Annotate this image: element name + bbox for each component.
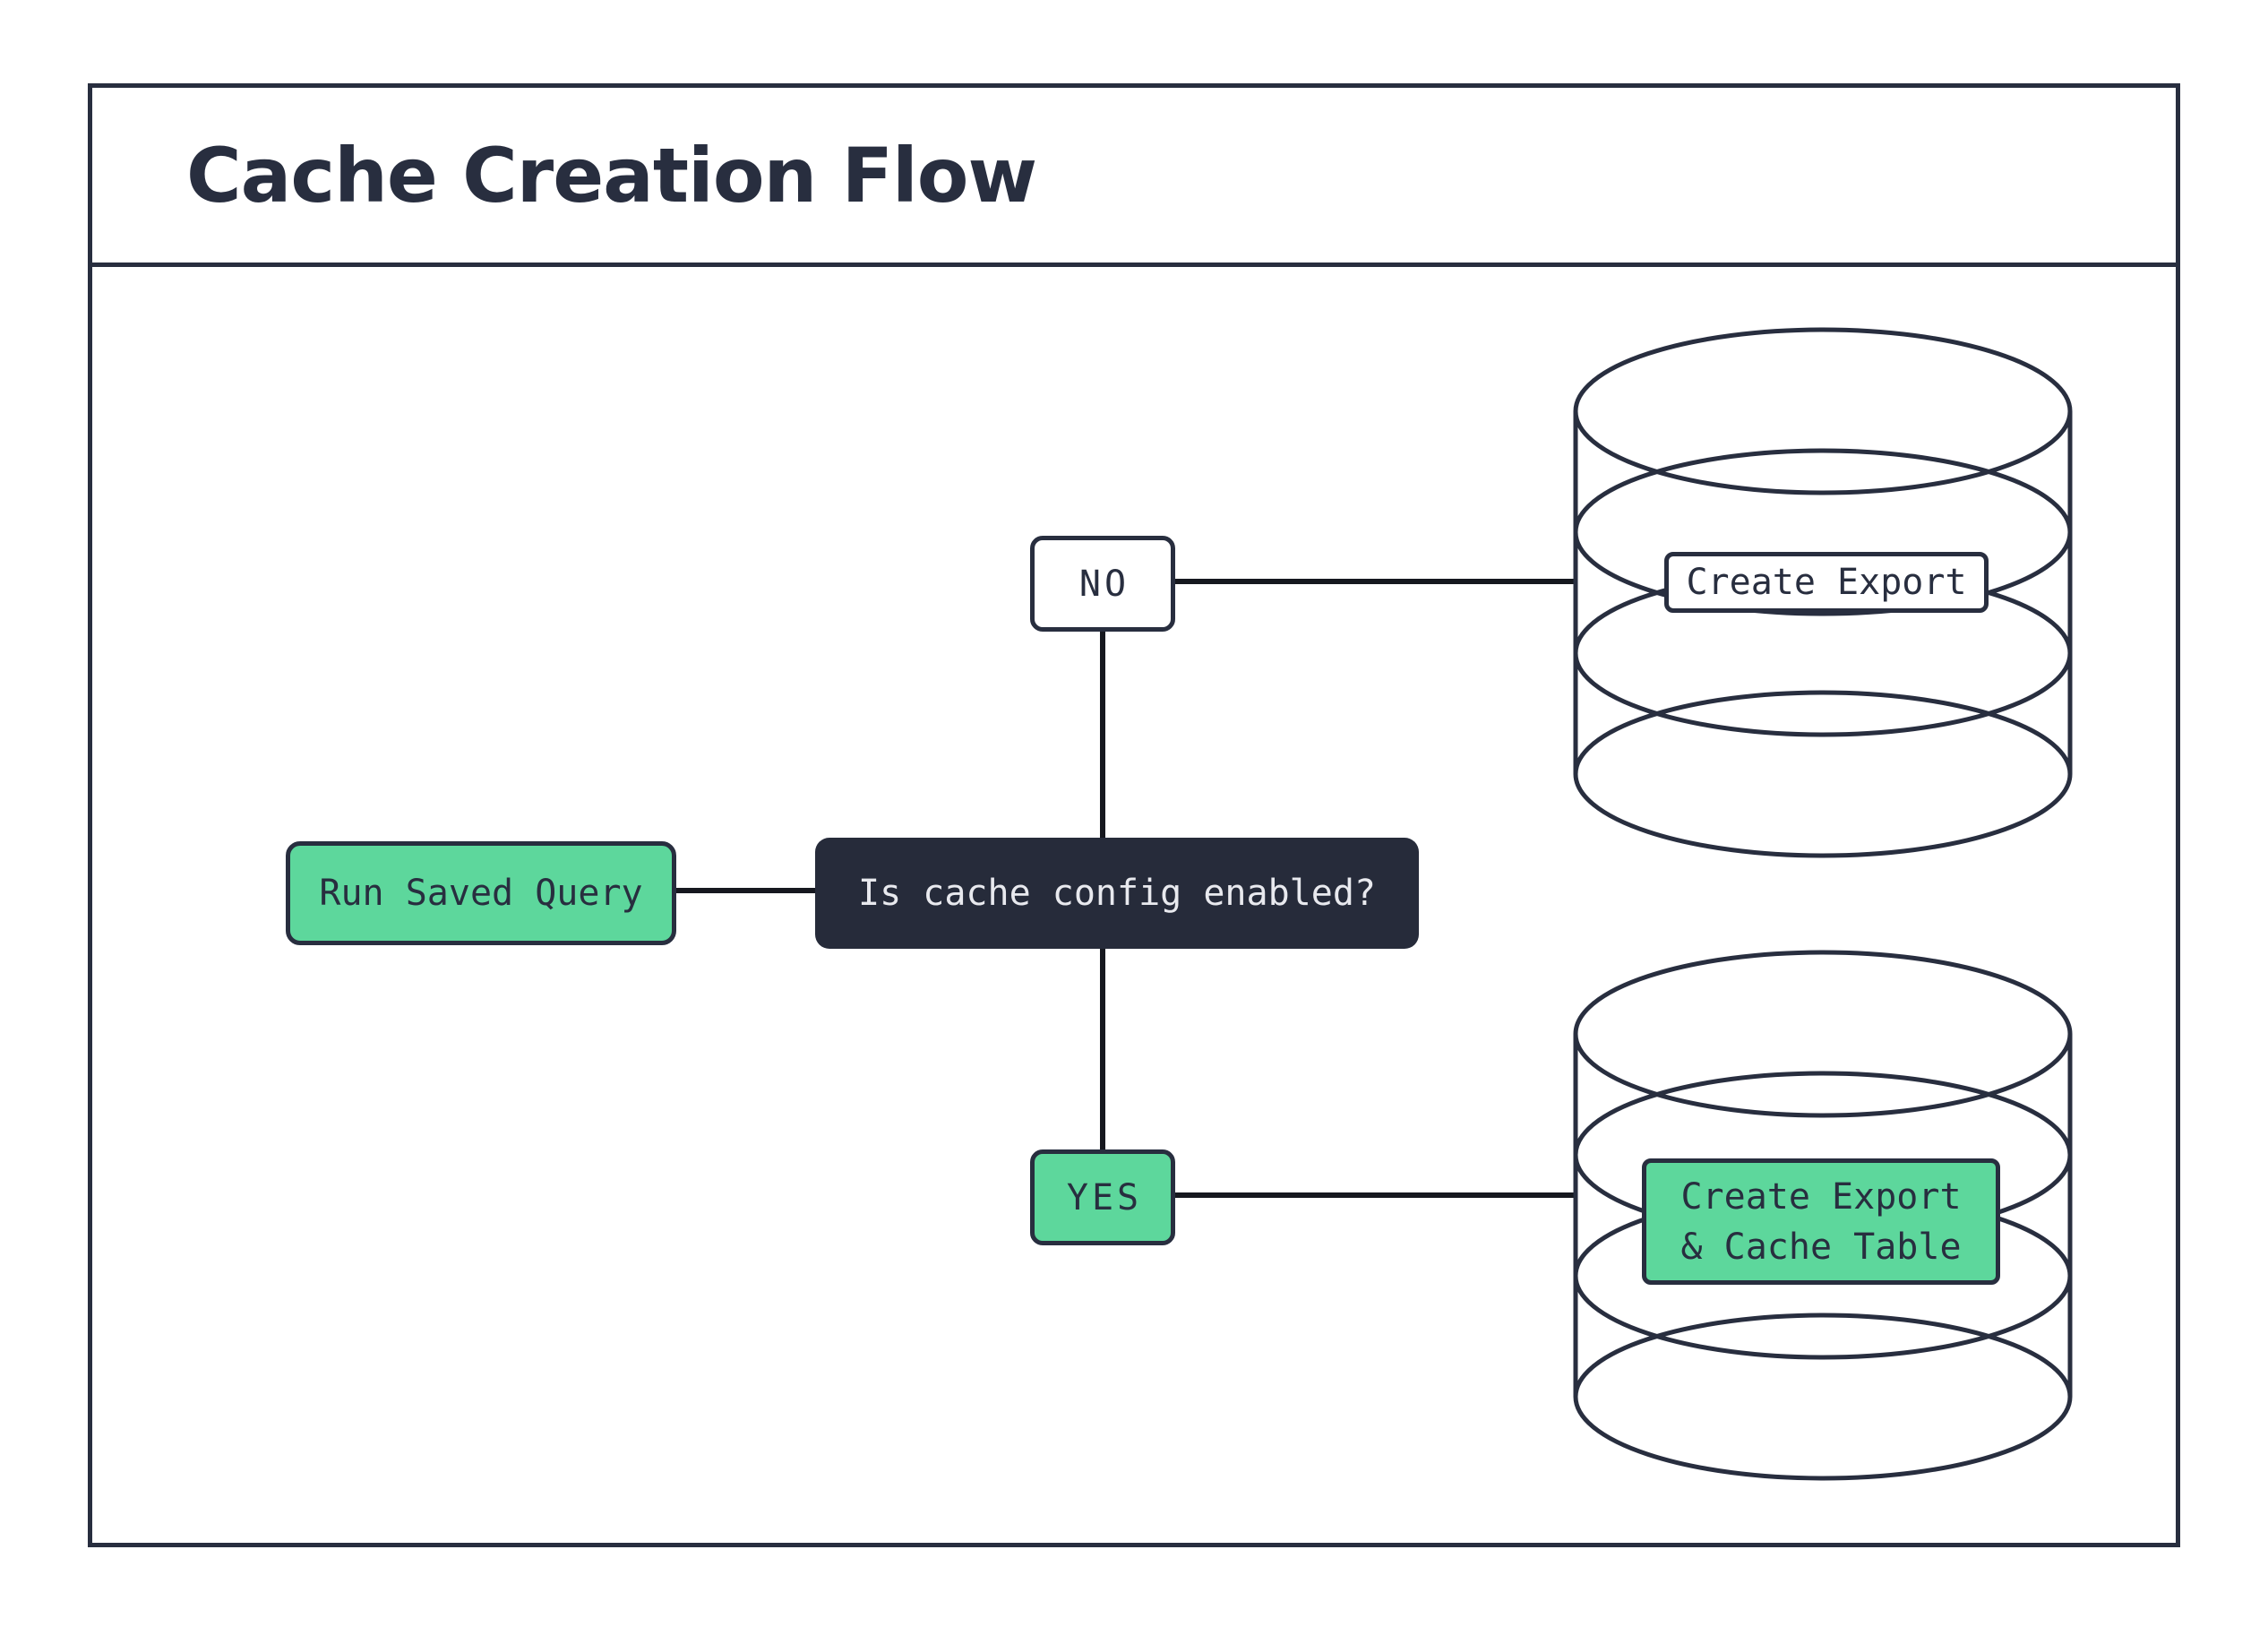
db-label-create-export: Create Export — [1664, 552, 1989, 613]
flow-branch-yes: YES — [1030, 1149, 1175, 1245]
flow-branch-yes-label: YES — [1066, 1176, 1143, 1218]
flow-node-decision-label: Is cache config enabled? — [858, 873, 1376, 914]
flow-node-run-saved-query-label: Run Saved Query — [319, 873, 643, 914]
flow-branch-no: NO — [1030, 536, 1175, 632]
diagram-frame: Cache Creation Flow — [88, 83, 2180, 1547]
title-bar: Cache Creation Flow — [92, 88, 2176, 267]
connector-start-to-decision — [676, 888, 815, 893]
connector-decision-to-yes — [1100, 948, 1105, 1152]
connector-no-to-export-db — [1175, 579, 1574, 584]
connector-yes-to-cache-db — [1175, 1192, 1574, 1198]
connector-no-to-decision — [1100, 629, 1105, 840]
flow-branch-no-label: NO — [1078, 563, 1130, 605]
flow-node-run-saved-query: Run Saved Query — [286, 841, 676, 945]
flow-node-decision: Is cache config enabled? — [815, 838, 1419, 949]
db-label-cache-line1: Create Export — [1680, 1175, 1962, 1218]
db-label-create-export-text: Create Export — [1686, 562, 1967, 603]
db-label-create-export-cache-table: Create Export & Cache Table — [1642, 1158, 2000, 1285]
page-title: Cache Creation Flow — [186, 131, 1037, 220]
db-label-cache-line2: & Cache Table — [1680, 1226, 1962, 1268]
